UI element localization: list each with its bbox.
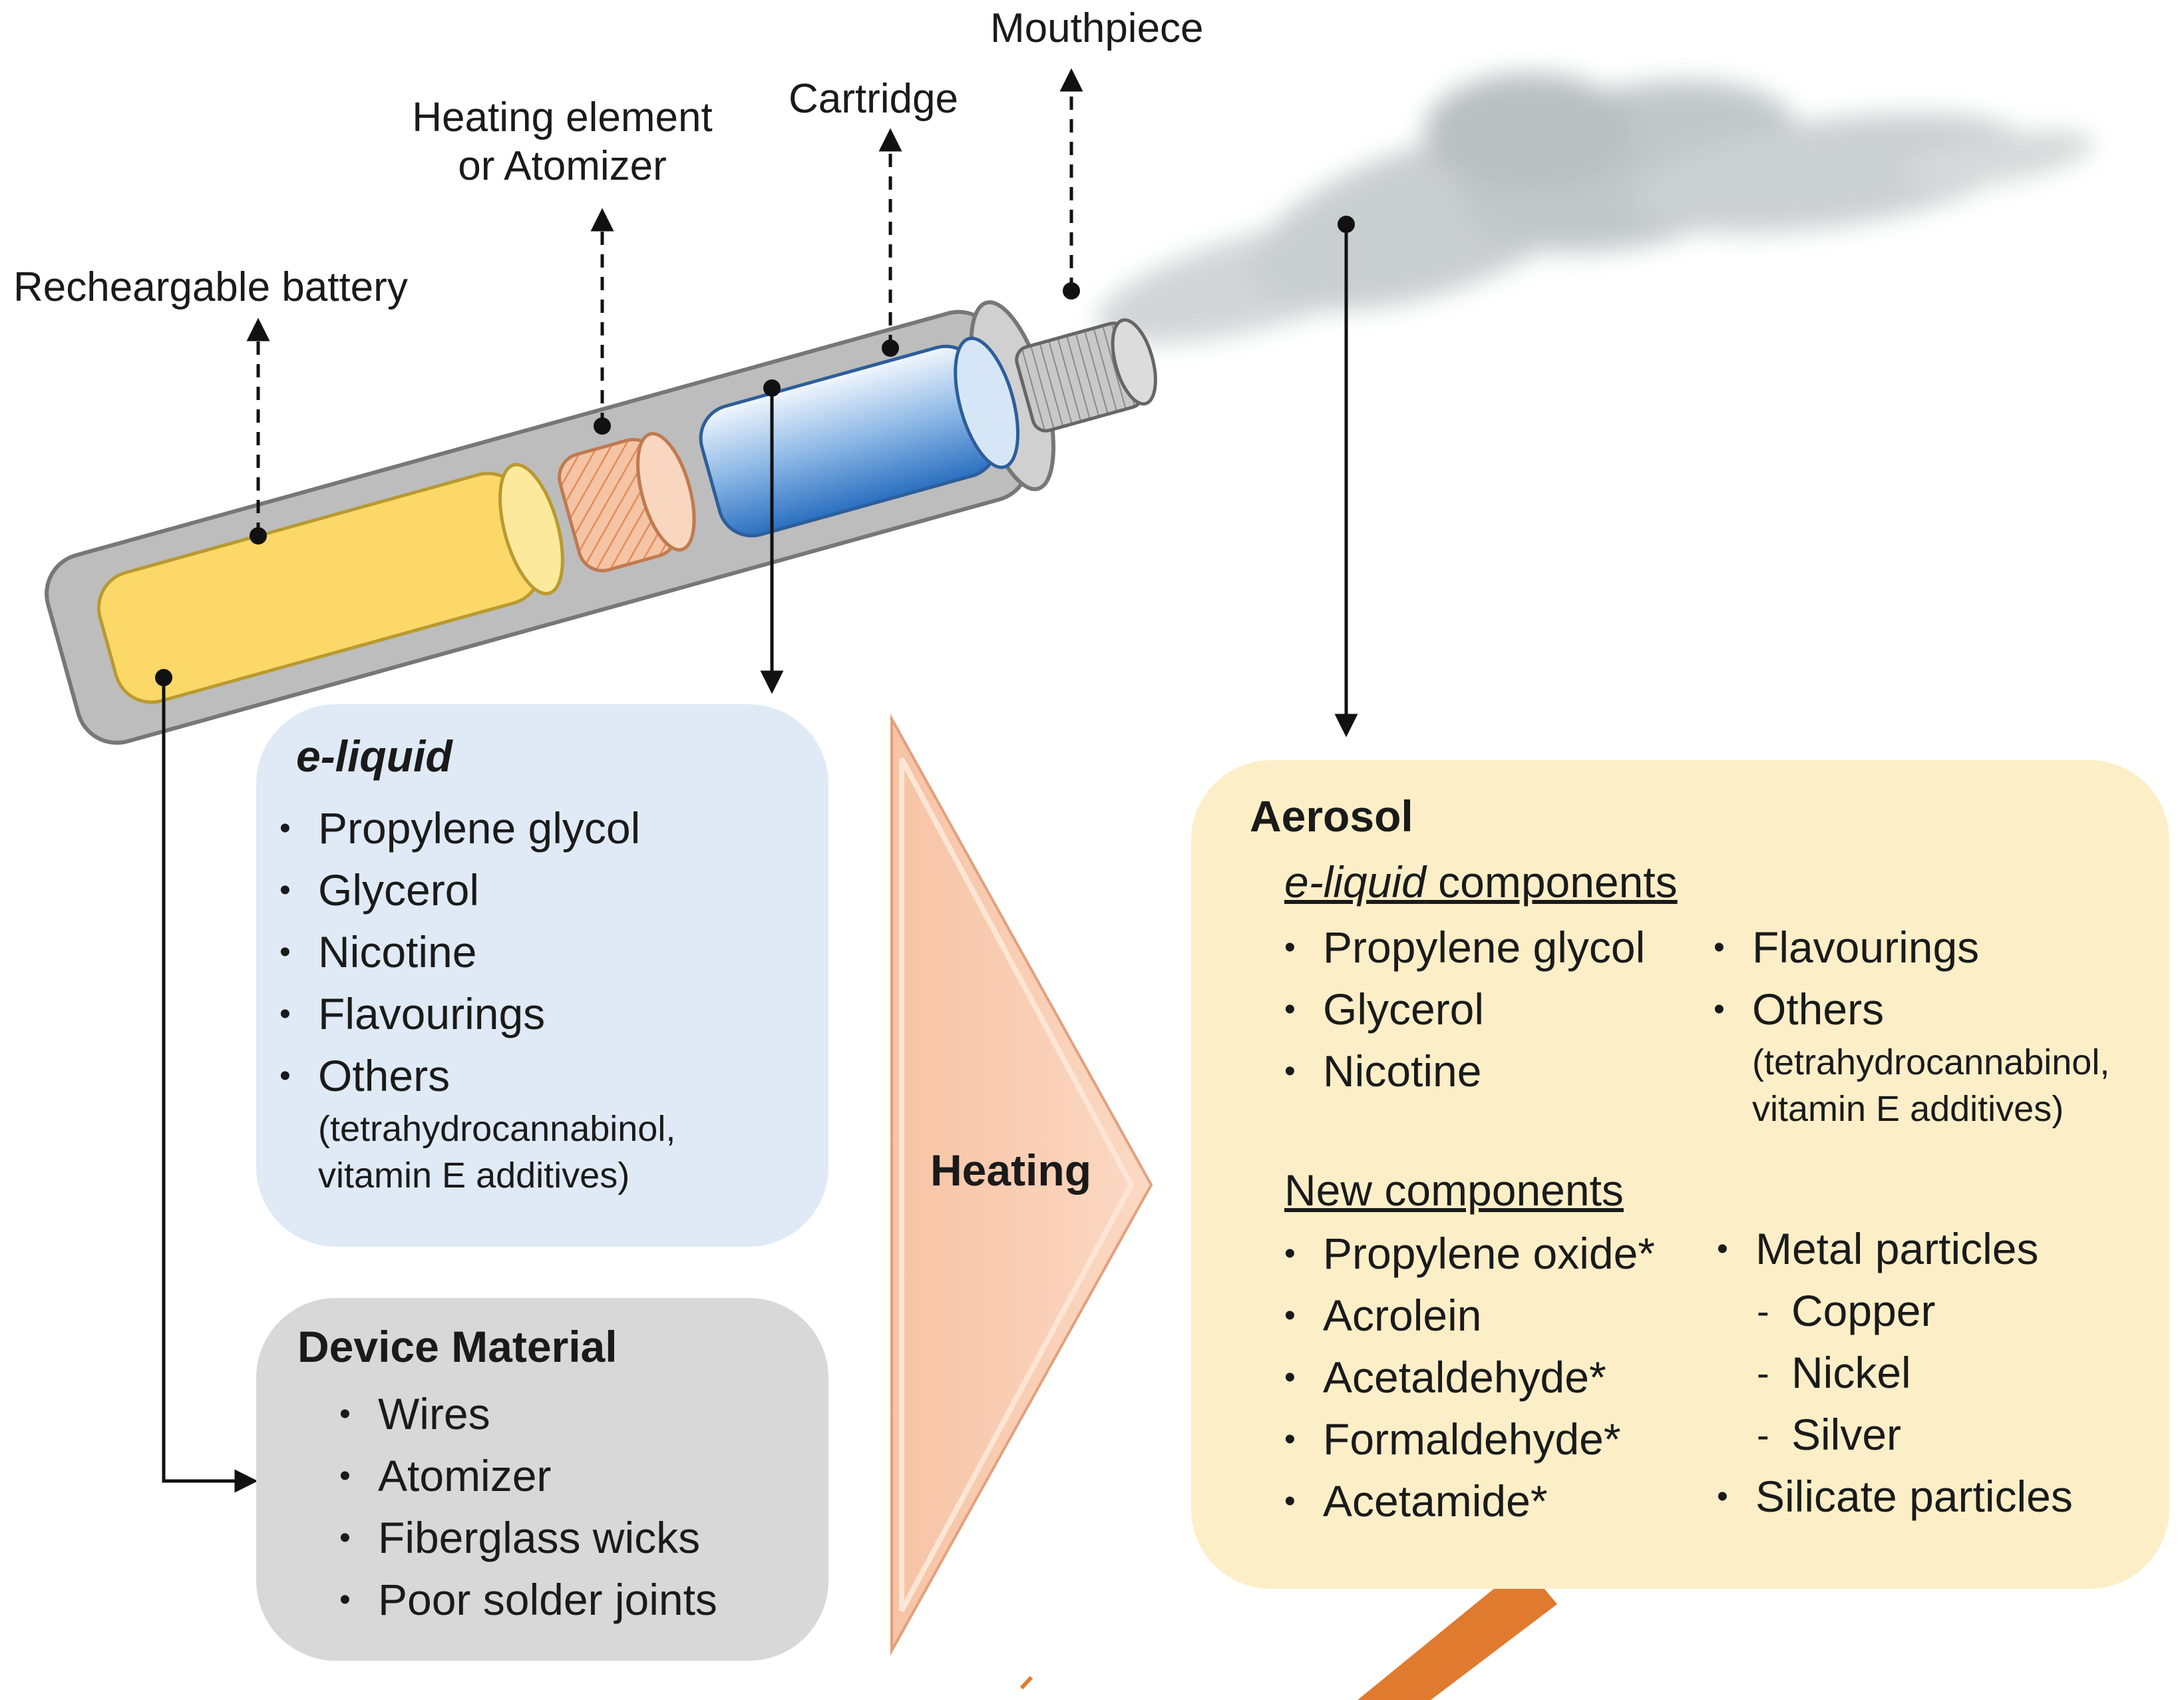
battery-label: Recheargable battery xyxy=(13,264,408,310)
aerosol-eliquid-left-list: Propylene glycol Glycerol Nicotine xyxy=(1284,917,1645,1102)
eliquid-components-heading: e-liquid components xyxy=(1284,857,1678,907)
list-item: Atomizer xyxy=(339,1445,717,1507)
label-arrows xyxy=(246,68,1083,536)
aerosol-eliquid-right-list: Flavourings Others (tetrahydrocannabinol… xyxy=(1714,917,2109,1134)
heating-element-label-line1: Heating element xyxy=(412,95,713,140)
mouthpiece-label: Mouthpiece xyxy=(990,5,1204,51)
list-item: Silicate particles xyxy=(1717,1466,2073,1528)
others-note-line2: vitamin E additives) xyxy=(318,1156,630,1195)
list-item: Silver xyxy=(1717,1404,2073,1466)
eliquid-components-heading-italic: e-liquid xyxy=(1284,857,1426,907)
list-item: Wires xyxy=(339,1383,717,1445)
eliquid-components-heading-rest: components xyxy=(1425,857,1678,907)
eliquid-box-title: e-liquid xyxy=(296,732,453,781)
list-item: Propylene oxide* xyxy=(1284,1223,1655,1285)
pen-fragment xyxy=(1358,1564,1557,1700)
others-note-line1: (tetrahydrocannabinol, xyxy=(1752,1042,2110,1082)
list-item: Nickel xyxy=(1717,1342,2073,1404)
list-item: Flavourings xyxy=(1714,917,2109,978)
list-item: Copper xyxy=(1717,1280,2073,1342)
device-list: Wires Atomizer Fiberglass wicks Poor sol… xyxy=(339,1383,717,1631)
new-components-right-list: Metal particles Copper Nickel Silver Sil… xyxy=(1717,1218,2073,1528)
others-note-line2: vitamin E additives) xyxy=(1752,1089,2064,1129)
list-item: Nicotine xyxy=(1284,1040,1645,1102)
eliquid-box: e-liquid Propylene glycol Glycerol Nicot… xyxy=(256,704,828,1247)
aerosol-box-title: Aerosol xyxy=(1250,791,1413,841)
device-material-box: Device Material Wires Atomizer Fiberglas… xyxy=(256,1298,828,1661)
device-body xyxy=(45,300,1157,745)
list-item: Acrolein xyxy=(1284,1285,1655,1347)
eliquid-list: Propylene glycol Glycerol Nicotine Flavo… xyxy=(279,797,675,1200)
flow-arrows xyxy=(162,224,1358,1493)
new-components-heading: New components xyxy=(1284,1166,1624,1215)
list-item: Poor solder joints xyxy=(339,1569,717,1631)
list-item-label: Others xyxy=(1752,984,1885,1034)
list-item: Glycerol xyxy=(279,859,675,921)
device-box-title: Device Material xyxy=(297,1322,618,1371)
others-note-line1: (tetrahydrocannabinol, xyxy=(318,1109,676,1149)
list-item: Acetamide* xyxy=(1284,1470,1655,1532)
heating-element-label-line2: or Atomizer xyxy=(458,143,667,190)
list-item: Propylene glycol xyxy=(279,797,675,859)
heating-arrow-shape xyxy=(890,714,1153,1656)
cartridge-label: Cartridge xyxy=(789,76,958,122)
list-item: Metal particles xyxy=(1717,1218,2073,1280)
list-item: Formaldehyde* xyxy=(1284,1408,1655,1470)
list-item: Acetaldehyde* xyxy=(1284,1347,1655,1408)
list-item: Nicotine xyxy=(279,921,675,983)
smoke-plume xyxy=(1097,73,2095,343)
new-components-left-list: Propylene oxide* Acrolein Acetaldehyde* … xyxy=(1284,1223,1655,1532)
list-item: Glycerol xyxy=(1284,978,1645,1040)
aerosol-box: Aerosol e-liquid components Propylene gl… xyxy=(1191,760,2169,1589)
list-item: Fiberglass wicks xyxy=(339,1507,717,1569)
list-item: Others (tetrahydrocannabinol, vitamin E … xyxy=(279,1045,675,1200)
list-item: Propylene glycol xyxy=(1284,917,1645,978)
list-item-label: Others xyxy=(318,1051,451,1100)
heating-element-label: Heating element or Atomizer xyxy=(373,93,752,190)
heating-label: Heating xyxy=(930,1146,1092,1195)
list-item: Flavourings xyxy=(279,983,675,1045)
list-item: Others (tetrahydrocannabinol, vitamin E … xyxy=(1714,978,2109,1134)
